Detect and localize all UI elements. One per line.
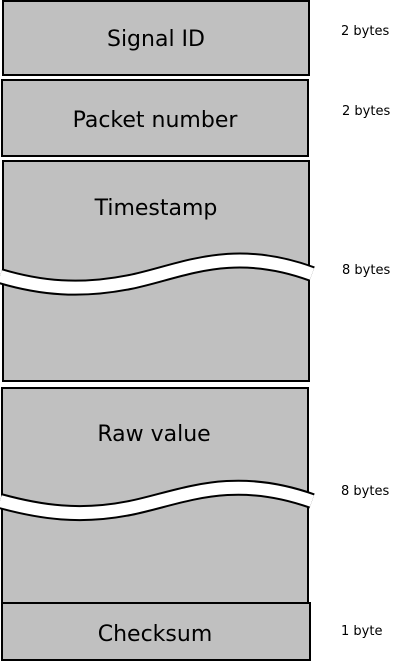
field-raw-value-break [0,479,315,522]
field-signal-id: Signal ID [2,0,310,76]
field-checksum: Checksum [1,602,311,661]
field-timestamp-break [0,252,315,296]
field-packet-number-size: 2 bytes [342,104,390,119]
field-signal-id-size: 2 bytes [341,24,389,39]
field-checksum-box [1,602,311,661]
field-packet-number: Packet number [1,79,309,157]
field-packet-number-box [1,79,309,157]
field-timestamp-label: Timestamp [94,196,218,221]
field-raw-value-label: Raw value [97,422,210,447]
field-signal-id-box [2,0,310,76]
field-timestamp-size: 8 bytes [342,263,390,278]
field-checksum-size: 1 byte [341,624,382,639]
field-packet-number-label: Packet number [73,108,239,133]
field-timestamp: Timestamp [0,160,315,382]
field-signal-id-label: Signal ID [107,27,205,52]
field-raw-value: Raw value [0,387,315,605]
field-checksum-label: Checksum [98,622,213,647]
field-raw-value-size: 8 bytes [341,484,389,499]
